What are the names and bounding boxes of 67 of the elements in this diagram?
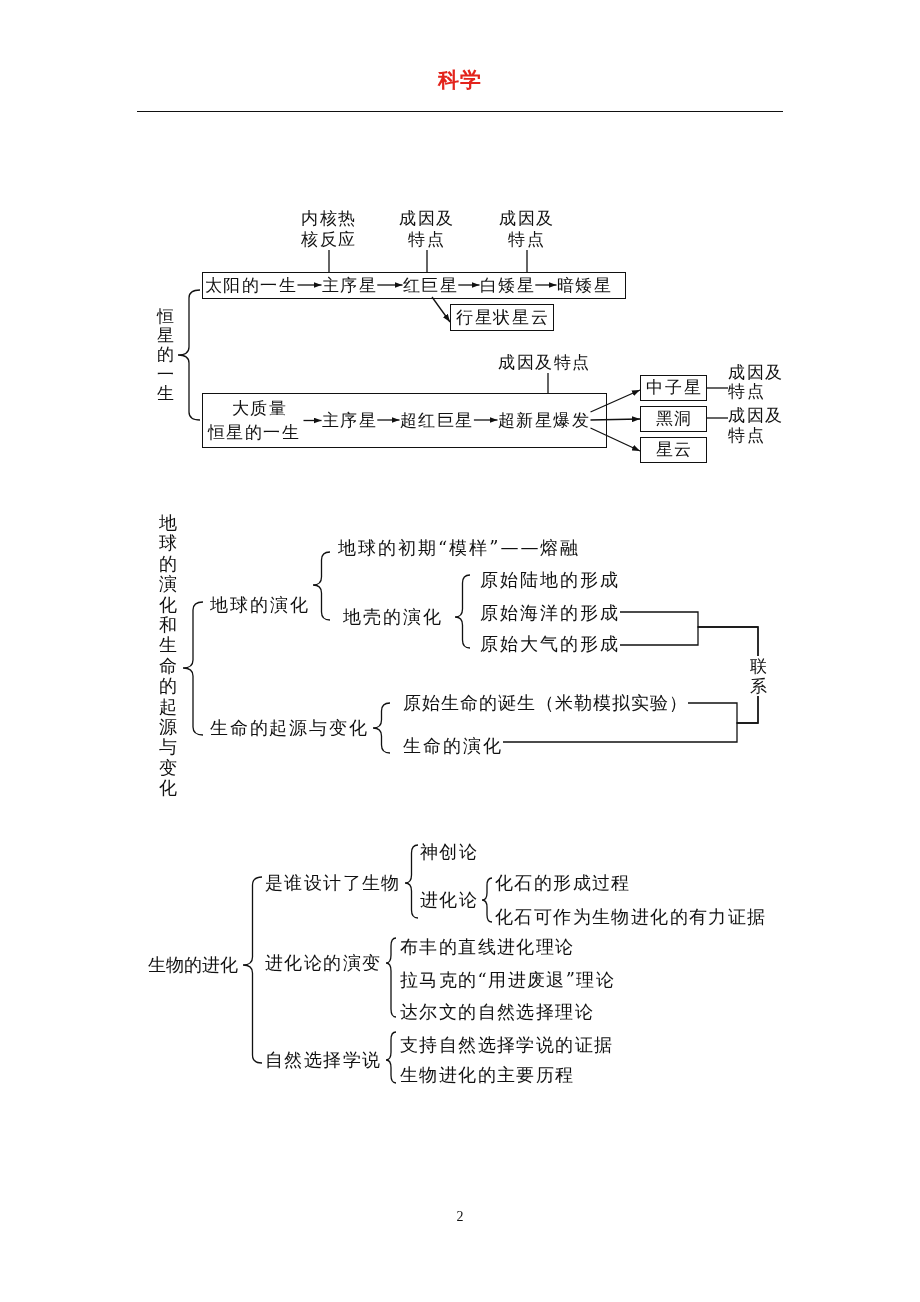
- leader-line: [706, 417, 729, 419]
- arrow: [376, 282, 404, 288]
- branch-label: 达尔文的自然选择理论: [400, 1001, 594, 1023]
- stage-label: 白矮星: [479, 273, 536, 297]
- branch-label: 生物进化的主要历程: [400, 1064, 575, 1086]
- result-box: 中子星: [640, 375, 707, 401]
- link-label: 联系: [748, 656, 768, 696]
- note-label: 成因及特点: [728, 405, 786, 445]
- leader-line: [706, 387, 729, 389]
- stage-label: 主序星: [321, 273, 378, 297]
- branch-label: 原始陆地的形成: [480, 569, 620, 591]
- branch-label: 化石可作为生物进化的有力证据: [495, 906, 767, 928]
- arrow: [302, 417, 323, 424]
- arrow: [296, 282, 323, 288]
- branch-label: 是谁设计了生物: [265, 872, 401, 894]
- leader-line: [526, 249, 528, 274]
- result-box: 行星状星云: [450, 304, 554, 331]
- arrow: [457, 282, 481, 288]
- branch-label: 进化论的演变: [265, 952, 382, 974]
- vertical-title: 恒星的一生: [155, 307, 175, 403]
- arrow: [589, 427, 641, 452]
- note-label: 成因及特点: [498, 351, 591, 373]
- vertical-title: 地球的演化和生命的起源与变化: [158, 513, 178, 799]
- branch-label: 生命的起源与变化: [210, 717, 369, 739]
- arrow: [534, 282, 558, 288]
- branch-label: 原始生命的诞生（米勒模拟实验）: [403, 692, 688, 714]
- connector-line: [619, 626, 759, 657]
- note-label: 成因及特点: [398, 208, 456, 250]
- branch-label: 拉马克的“用进废退”理论: [400, 969, 616, 991]
- leader-line: [426, 249, 428, 274]
- page-number: 2: [456, 1208, 464, 1226]
- branch-label: 支持自然选择学说的证据: [400, 1034, 614, 1056]
- result-box: 黑洞: [640, 406, 707, 432]
- leader-line: [328, 249, 330, 274]
- branch-label: 布丰的直线进化理论: [400, 936, 575, 958]
- branch-label: 进化论: [420, 889, 479, 911]
- branch-label: 生命的演化: [403, 735, 503, 757]
- stage-label: 大质量恒星的一生: [207, 395, 304, 444]
- branch-label: 原始海洋的形成: [480, 602, 620, 624]
- stage-label: 红巨星: [402, 273, 459, 297]
- note-label: 成因及特点: [728, 362, 786, 401]
- arrow: [589, 389, 641, 413]
- branch-label: 化石的形成过程: [495, 872, 631, 894]
- connector-line: [502, 695, 759, 743]
- arrow: [431, 296, 451, 323]
- leader-line: [547, 372, 549, 395]
- branch-label: 地球的演化: [210, 594, 310, 616]
- note-label: 成因及特点: [498, 208, 556, 250]
- process-box: [202, 272, 626, 299]
- process-box: [202, 393, 607, 448]
- note-label: 内核热核反应: [300, 208, 358, 250]
- branch-label: 自然选择学说: [265, 1049, 382, 1071]
- arrow: [473, 417, 499, 423]
- branch-label: 地球的初期“模样”——熔融: [338, 537, 581, 559]
- stage-label: 暗矮星: [556, 273, 613, 297]
- stage-label: 超新星爆发: [497, 394, 591, 446]
- stage-label: 主序星: [321, 394, 378, 446]
- branch-label: 神创论: [420, 841, 479, 863]
- result-box: 星云: [640, 437, 707, 463]
- branch-label: 生物的进化: [148, 954, 238, 976]
- stage-label: 太阳的一生: [204, 273, 298, 297]
- stage-label: 超红巨星: [399, 394, 474, 446]
- branch-label: 地壳的演化: [343, 606, 443, 628]
- arrow: [376, 417, 401, 423]
- arrow: [589, 416, 641, 423]
- branch-label: 原始大气的形成: [480, 633, 620, 655]
- header-title: 科学: [438, 67, 482, 93]
